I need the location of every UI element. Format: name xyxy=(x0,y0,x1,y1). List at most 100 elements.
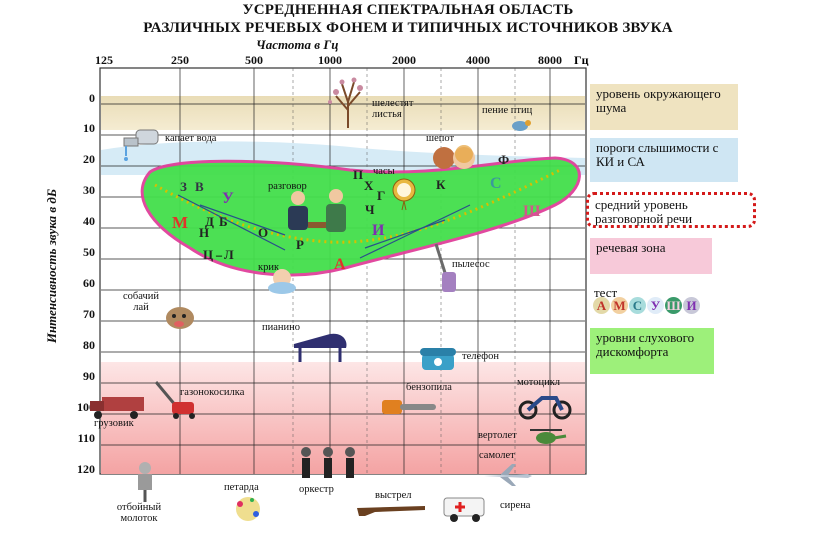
speech-level-curve xyxy=(154,168,561,244)
phoneme-o: О xyxy=(258,225,269,240)
db-tick-110: 110 xyxy=(77,431,95,445)
freq-tick-4000: 4000 xyxy=(466,53,490,67)
title-line-2: РАЗЛИЧНЫХ РЕЧЕВЫХ ФОНЕМ И ТИПИЧНЫХ ИСТОЧ… xyxy=(143,20,673,36)
test-letter-m: М xyxy=(611,297,628,314)
label-whisper: шепот xyxy=(426,133,455,144)
test-letter-sh: Ш xyxy=(665,297,682,314)
legend-discomfort: уровни слухового дискомфорта xyxy=(590,328,714,374)
dog-icon xyxy=(166,307,194,329)
phoneme-m: М xyxy=(172,213,189,232)
label-vacuum: пылесос xyxy=(452,259,490,270)
test-letter-a: А xyxy=(593,297,610,314)
db-tick-80: 80 xyxy=(83,338,95,352)
freq-tick-500: 500 xyxy=(245,53,263,67)
ambulance-icon xyxy=(443,497,485,522)
airplane-icon xyxy=(484,464,532,486)
phoneme-n: Н xyxy=(199,225,210,240)
label-shot: выстрел xyxy=(375,490,412,501)
phoneme-sh: Ш xyxy=(523,203,541,220)
label-helicopter: вертолет xyxy=(478,430,517,441)
phoneme-a: А xyxy=(334,256,346,273)
baby-icon xyxy=(268,269,296,294)
db-tick-60: 60 xyxy=(83,276,95,290)
phoneme-v: В xyxy=(195,179,204,194)
phoneme-h: Х xyxy=(364,178,374,193)
label-truck: грузовик xyxy=(94,418,134,429)
phone-icon xyxy=(420,348,456,370)
test-letter-u: У xyxy=(647,297,664,314)
phoneme-d: Д xyxy=(205,214,214,229)
danger-zone xyxy=(101,362,585,474)
x-axis-label: Частота в Гц xyxy=(256,37,339,52)
mower-icon xyxy=(154,381,195,419)
motorcycle-icon xyxy=(518,396,572,420)
speech-lines xyxy=(177,194,471,259)
phoneme-r: Р xyxy=(296,237,304,252)
legend-speech-level: средний уровень разговорной речи xyxy=(586,192,756,228)
legend-test-letters: А М С У Ш И xyxy=(593,297,700,315)
phoneme-i: И xyxy=(372,222,385,239)
label-leaves: шелестят листья xyxy=(372,98,414,120)
chainsaw-icon xyxy=(382,400,436,414)
db-tick-70: 70 xyxy=(83,307,95,321)
piano-icon xyxy=(294,333,347,362)
talking-people-icon xyxy=(288,189,346,232)
label-jackhammer: отбойный молоток xyxy=(116,502,162,524)
label-firecracker: петарда xyxy=(224,482,259,493)
phoneme-f: Ф xyxy=(498,152,510,167)
phoneme-b: Б xyxy=(219,214,228,229)
db-tick-90: 90 xyxy=(83,369,95,383)
label-dog: собачий лай xyxy=(122,291,159,313)
freq-tick-250: 250 xyxy=(171,53,189,67)
faucet-icon xyxy=(123,129,159,161)
test-letter-s: С xyxy=(629,297,646,314)
helicopter-icon xyxy=(530,429,567,444)
phoneme-z: З xyxy=(180,179,187,194)
label-piano: пианино xyxy=(262,322,301,333)
label-airplane: самолет xyxy=(479,450,515,461)
db-tick-50: 50 xyxy=(83,245,95,259)
freq-tick-2000: 2000 xyxy=(392,53,416,67)
freq-tick-125: 125 xyxy=(95,53,113,67)
orchestra-icon xyxy=(301,447,355,478)
label-shout: крик xyxy=(258,262,280,273)
label-chainsaw: бензопила xyxy=(406,382,452,393)
db-tick-30: 30 xyxy=(83,183,95,197)
label-motorcycle: мотоцикл xyxy=(517,377,561,388)
legend-thresholds: пороги слышимости с КИ и СА xyxy=(590,138,738,182)
phoneme-ch: Ч xyxy=(365,202,375,217)
label-talk: разговор xyxy=(268,181,307,192)
legend-test-title: тест xyxy=(594,285,618,300)
speech-banana xyxy=(140,156,581,277)
db-tick-0: 0 xyxy=(89,91,95,105)
ambient-noise-band xyxy=(101,96,585,130)
phoneme-u: У xyxy=(222,190,234,207)
db-tick-10: 10 xyxy=(83,121,95,135)
jackhammer-icon xyxy=(138,462,152,502)
label-siren: сирена xyxy=(500,500,531,511)
label-water: капает вода xyxy=(165,133,217,144)
label-mower: газонокосилка xyxy=(180,387,245,398)
bird-icon xyxy=(512,120,531,131)
label-phone: телефон xyxy=(462,351,499,362)
vacuum-icon xyxy=(434,243,456,292)
label-clock: часы xyxy=(373,166,395,177)
label-orchestra: оркестр xyxy=(299,484,334,495)
legend-speech-zone: речевая зона xyxy=(590,238,712,274)
freq-tick-8000: 8000 xyxy=(538,53,562,67)
freq-tick-1000: 1000 xyxy=(318,53,342,67)
db-tick-40: 40 xyxy=(83,214,95,228)
legend-ambient: уровень окружающего шума xyxy=(590,84,738,130)
phoneme-ts: Ц xyxy=(203,247,214,262)
firecracker-icon xyxy=(236,497,260,521)
phoneme-g: Г xyxy=(377,188,386,203)
label-birds: пение птиц xyxy=(482,105,533,116)
freq-unit: Гц xyxy=(574,53,589,67)
truck-icon xyxy=(90,397,144,419)
rifle-icon xyxy=(357,506,425,516)
phoneme-p: П xyxy=(353,167,364,182)
test-letter-i: И xyxy=(683,297,700,314)
db-tick-20: 20 xyxy=(83,152,95,166)
clock-icon xyxy=(392,178,416,211)
phoneme-k: К xyxy=(436,177,446,192)
